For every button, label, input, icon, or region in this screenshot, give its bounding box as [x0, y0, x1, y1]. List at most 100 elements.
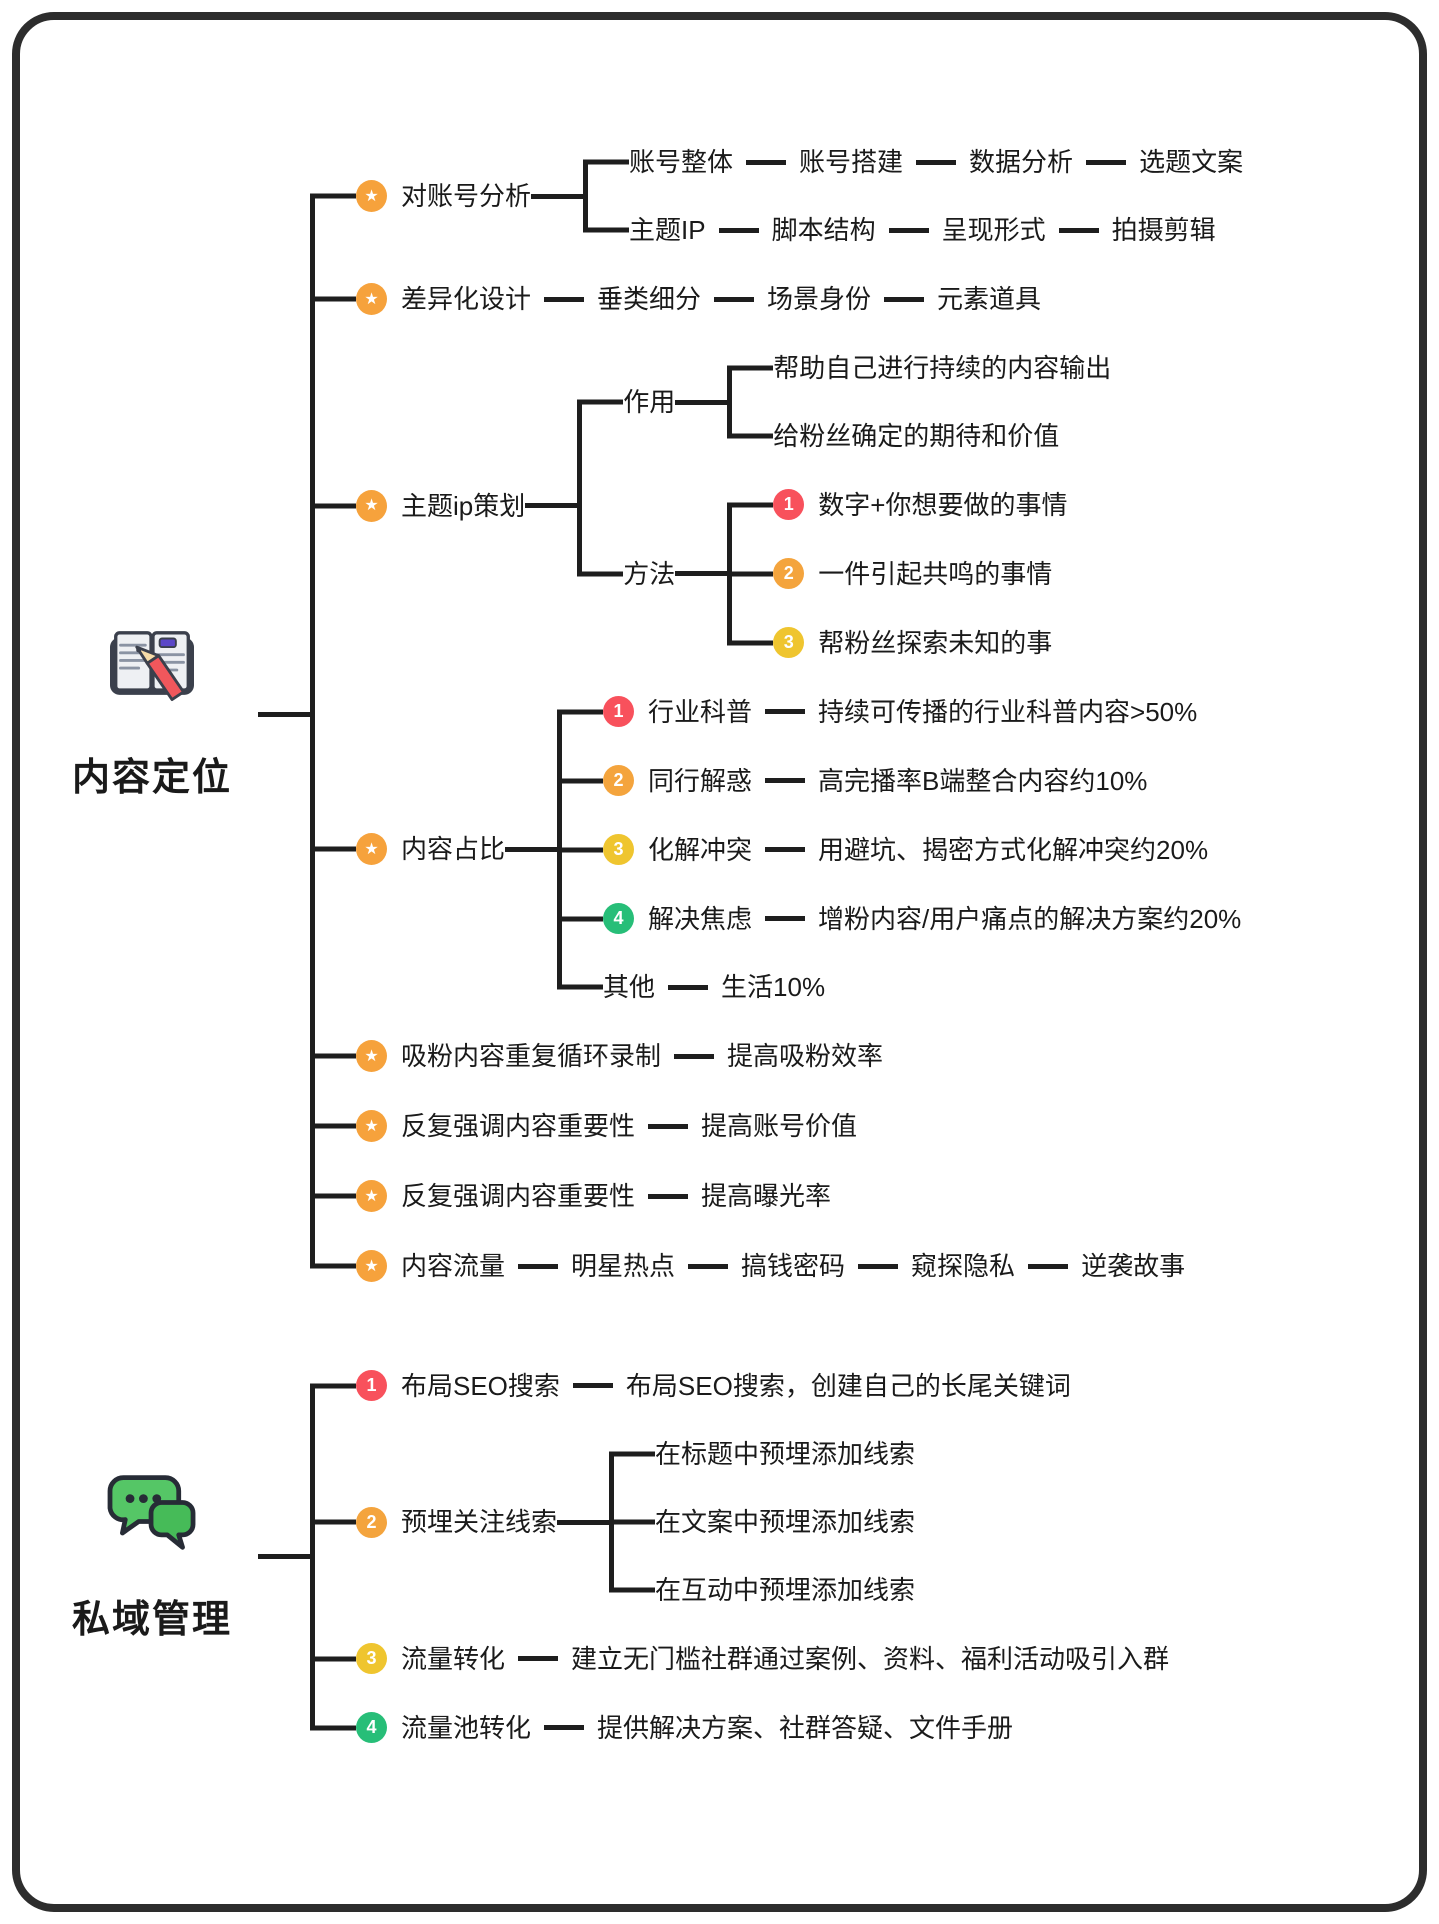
number-4-badge-icon: 4: [356, 1712, 387, 1743]
connector-dash: [648, 1123, 689, 1129]
node-label[interactable]: 作用: [623, 387, 676, 417]
node-label[interactable]: 账号整体: [629, 147, 734, 177]
node-label[interactable]: 同行解惑: [648, 765, 753, 796]
node-function: 作用 帮助自己进行持续的内容输出 给粉丝确定的期待和价值: [577, 334, 1111, 470]
node-label[interactable]: 主题ip策划: [401, 490, 526, 521]
node-label[interactable]: 其他: [603, 972, 656, 1002]
node-label[interactable]: 数字+你想要做的事情: [818, 489, 1068, 520]
node-label[interactable]: 账号搭建: [799, 147, 904, 177]
node-label[interactable]: 在互动中预埋添加线索: [655, 1575, 916, 1605]
node-label[interactable]: 建立无门槛社群通过案例、资料、福利活动吸引入群: [571, 1643, 1170, 1674]
node-row: 账号整体 账号搭建 数据分析 选题文案: [583, 128, 1243, 196]
connector-dash: [1086, 159, 1127, 165]
node-row: 2 同行解惑 高完播率B端整合内容约10%: [557, 746, 1241, 815]
node-label[interactable]: 增粉内容/用户痛点的解决方案约20%: [818, 903, 1242, 934]
node-row: 在互动中预埋添加线索: [609, 1556, 915, 1624]
connector-line: [557, 1519, 610, 1525]
node-traffic-pool-conversion: 4 流量池转化 提供解决方案、社群答疑、文件手册: [310, 1693, 1169, 1762]
branch-private-domain: 私域管理 1 布局SEO搜索 布局SEO搜索，创建自己的长尾关键词 2: [46, 1351, 1243, 1762]
node-traffic-conversion: 3 流量转化 建立无门槛社群通过案例、资料、福利活动吸引入群: [310, 1624, 1169, 1693]
star-badge-icon: ★: [356, 833, 387, 865]
node-label[interactable]: 在文案中预埋添加线索: [655, 1507, 916, 1537]
number-3-badge-icon: 3: [356, 1643, 387, 1674]
connector-dash: [668, 984, 709, 990]
node-label[interactable]: 脚本结构: [771, 215, 876, 245]
connector-line: [258, 712, 310, 717]
node-label[interactable]: 行业科普: [648, 696, 753, 727]
node-row: 1 数字+你想要做的事情: [727, 470, 1067, 539]
root-node-private-domain[interactable]: 私域管理: [46, 1470, 258, 1643]
number-1-badge-icon: 1: [603, 696, 635, 727]
node-label[interactable]: 数据分析: [969, 147, 1074, 177]
node-label[interactable]: 提高吸粉效率: [727, 1041, 884, 1071]
node-label[interactable]: 在标题中预埋添加线索: [655, 1439, 916, 1469]
node-label[interactable]: 呈现形式: [941, 215, 1046, 245]
node-label[interactable]: 流量转化: [401, 1643, 506, 1674]
node-label[interactable]: 布局SEO搜索: [401, 1370, 560, 1401]
connector-dash: [765, 916, 806, 921]
star-badge-icon: ★: [356, 1180, 387, 1212]
node-theme-ip-planning: ★ 主题ip策划 作用 帮助自己进行: [310, 334, 1243, 677]
node-label[interactable]: 帮粉丝探索未知的事: [818, 627, 1053, 658]
node-label[interactable]: 提高曝光率: [701, 1181, 832, 1211]
connector-dash: [858, 1263, 899, 1269]
node-label[interactable]: 生活10%: [721, 972, 826, 1002]
node-label[interactable]: 差异化设计: [401, 284, 532, 314]
node-label[interactable]: 高完播率B端整合内容约10%: [818, 765, 1148, 796]
connector-line: [531, 193, 584, 199]
node-label[interactable]: 化解冲突: [648, 834, 753, 865]
number-3-badge-icon: 3: [603, 834, 635, 865]
connector-dash: [518, 1263, 559, 1269]
node-label[interactable]: 主题IP: [629, 215, 706, 245]
connector-dash: [765, 847, 806, 852]
node-label[interactable]: 场景身份: [767, 284, 872, 314]
node-fan-content-loop: ★ 吸粉内容重复循环录制 提高吸粉效率: [310, 1021, 1243, 1091]
node-label[interactable]: 窥探隐私: [911, 1251, 1016, 1281]
star-badge-icon: ★: [356, 180, 387, 212]
star-badge-icon: ★: [356, 489, 387, 522]
branch-title: 内容定位: [71, 757, 232, 799]
node-row: 在标题中预埋添加线索: [609, 1420, 915, 1488]
node-label[interactable]: 搞钱密码: [741, 1251, 846, 1281]
node-label[interactable]: 元素道具: [937, 284, 1042, 314]
node-row: 2 一件引起共鸣的事情: [727, 539, 1067, 608]
node-label[interactable]: 提高账号价值: [701, 1111, 858, 1141]
connector-dash: [518, 1656, 559, 1661]
node-label[interactable]: 持续可传播的行业科普内容>50%: [818, 696, 1198, 727]
book-pencil-icon: [110, 631, 194, 702]
branch-content-positioning: 内容定位 ★ 对账号分析 账号整体: [46, 128, 1243, 1301]
connector-dash: [718, 227, 759, 233]
node-label[interactable]: 选题文案: [1139, 147, 1244, 177]
node-label[interactable]: 垂类细分: [597, 284, 702, 314]
connector-line: [258, 1554, 310, 1559]
star-badge-icon: ★: [356, 283, 387, 315]
node-label[interactable]: 方法: [623, 558, 676, 589]
node-label[interactable]: 用避坑、揭密方式化解冲突约20%: [818, 834, 1209, 865]
node-label[interactable]: 反复强调内容重要性: [401, 1111, 636, 1141]
node-row: 主题IP 脚本结构 呈现形式 拍摄剪辑: [583, 196, 1243, 264]
node-label[interactable]: 一件引起共鸣的事情: [818, 558, 1053, 589]
star-badge-icon: ★: [356, 1250, 387, 1282]
connector-line: [675, 399, 728, 405]
root-node-content-positioning[interactable]: 内容定位: [46, 628, 258, 801]
node-label[interactable]: 预埋关注线索: [401, 1507, 558, 1537]
node-label[interactable]: 提供解决方案、社群答疑、文件手册: [597, 1712, 1014, 1743]
node-label[interactable]: 内容流量: [401, 1251, 506, 1281]
connector-dash: [746, 159, 787, 165]
node-label[interactable]: 内容占比: [401, 834, 506, 864]
connector-dash: [916, 159, 957, 165]
node-label[interactable]: 帮助自己进行持续的内容输出: [773, 353, 1112, 383]
node-label[interactable]: 解决焦虑: [648, 903, 753, 934]
node-label[interactable]: 逆袭故事: [1081, 1251, 1186, 1281]
connector-dash: [674, 1053, 715, 1059]
node-label[interactable]: 反复强调内容重要性: [401, 1181, 636, 1211]
node-label[interactable]: 流量池转化: [401, 1712, 532, 1743]
node-label[interactable]: 拍摄剪辑: [1111, 215, 1216, 245]
node-label[interactable]: 布局SEO搜索，创建自己的长尾关键词: [625, 1370, 1071, 1401]
node-row: 3 化解冲突 用避坑、揭密方式化解冲突约20%: [557, 815, 1241, 884]
node-label[interactable]: 给粉丝确定的期待和价值: [773, 421, 1060, 451]
node-label[interactable]: 明星热点: [571, 1251, 676, 1281]
node-label[interactable]: 对账号分析: [401, 181, 532, 211]
node-label[interactable]: 吸粉内容重复循环录制: [401, 1041, 662, 1071]
number-2-badge-icon: 2: [356, 1506, 387, 1538]
